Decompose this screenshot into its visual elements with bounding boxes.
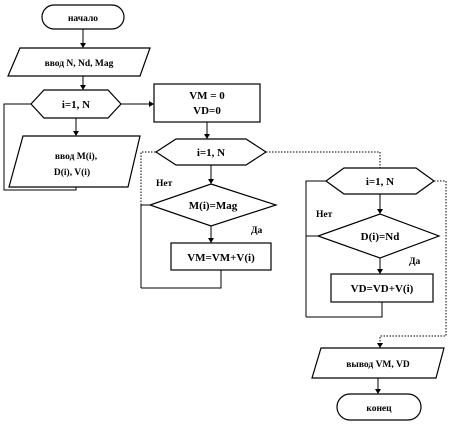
end-terminator — [336, 393, 422, 421]
arrowhead — [204, 134, 210, 139]
loop-input-label: i=1, N — [62, 99, 90, 111]
assign-vm-label: VM=VM+V(i) — [187, 252, 255, 264]
init-label-line2: VD=0 — [193, 105, 221, 117]
loop-vd-label: i=1, N — [366, 176, 394, 188]
loop-vm-hexagon — [154, 138, 268, 166]
arrowhead — [73, 131, 79, 136]
arrowhead — [377, 343, 383, 348]
start-label: начало — [68, 14, 98, 24]
decision-vm-yes-label: Да — [251, 226, 263, 236]
init-label-line1: VM = 0 — [189, 90, 225, 102]
decision-vm-no-label: Нет — [156, 179, 173, 189]
assign-vd-box — [330, 273, 434, 303]
input-arrays-parallelogram — [8, 135, 141, 188]
arrowhead — [208, 179, 214, 184]
input-params-label: ввод N, Nd, Mag — [45, 59, 114, 69]
assign-vm-merge-line — [141, 270, 222, 289]
arrowhead — [80, 85, 86, 90]
output-label: вывод VM, VD — [346, 360, 410, 370]
input-params-parallelogram — [7, 47, 151, 77]
input-arrays-label-line1: ввод M(i), — [55, 151, 98, 162]
assign-vd-label: VD=VD+V(i) — [351, 283, 414, 295]
decision-vd-yes-label: Да — [409, 257, 421, 267]
arrowhead — [208, 238, 214, 243]
input-arrays-label-line2: D(i), V(i) — [54, 167, 90, 178]
loop-back-line-vm — [140, 151, 156, 205]
arrowhead — [149, 101, 154, 107]
loop-vm-label: i=1, N — [197, 147, 225, 159]
assign-vd-merge-line — [306, 302, 383, 318]
connector-loop-vm-to-loop-vd — [266, 151, 381, 168]
decision-vd-no-branch — [305, 235, 318, 317]
arrowhead — [80, 43, 86, 48]
loop-back-line-vd — [305, 180, 326, 236]
end-label: конец — [366, 404, 392, 414]
loop-back-line-input — [3, 103, 77, 191]
output-parallelogram — [311, 347, 445, 379]
assign-vm-box — [170, 242, 272, 271]
decision-vm-label: M(i)=Mag — [189, 200, 238, 212]
arrowhead — [377, 209, 383, 214]
arrowhead — [377, 269, 383, 274]
decision-vd-no-label: Нет — [316, 210, 333, 220]
connector-loop-vd-to-output — [379, 180, 447, 343]
arrowhead — [375, 389, 381, 394]
decision-vd-label: D(i)=Nd — [361, 231, 400, 243]
decision-vm-no-branch — [140, 204, 150, 288]
